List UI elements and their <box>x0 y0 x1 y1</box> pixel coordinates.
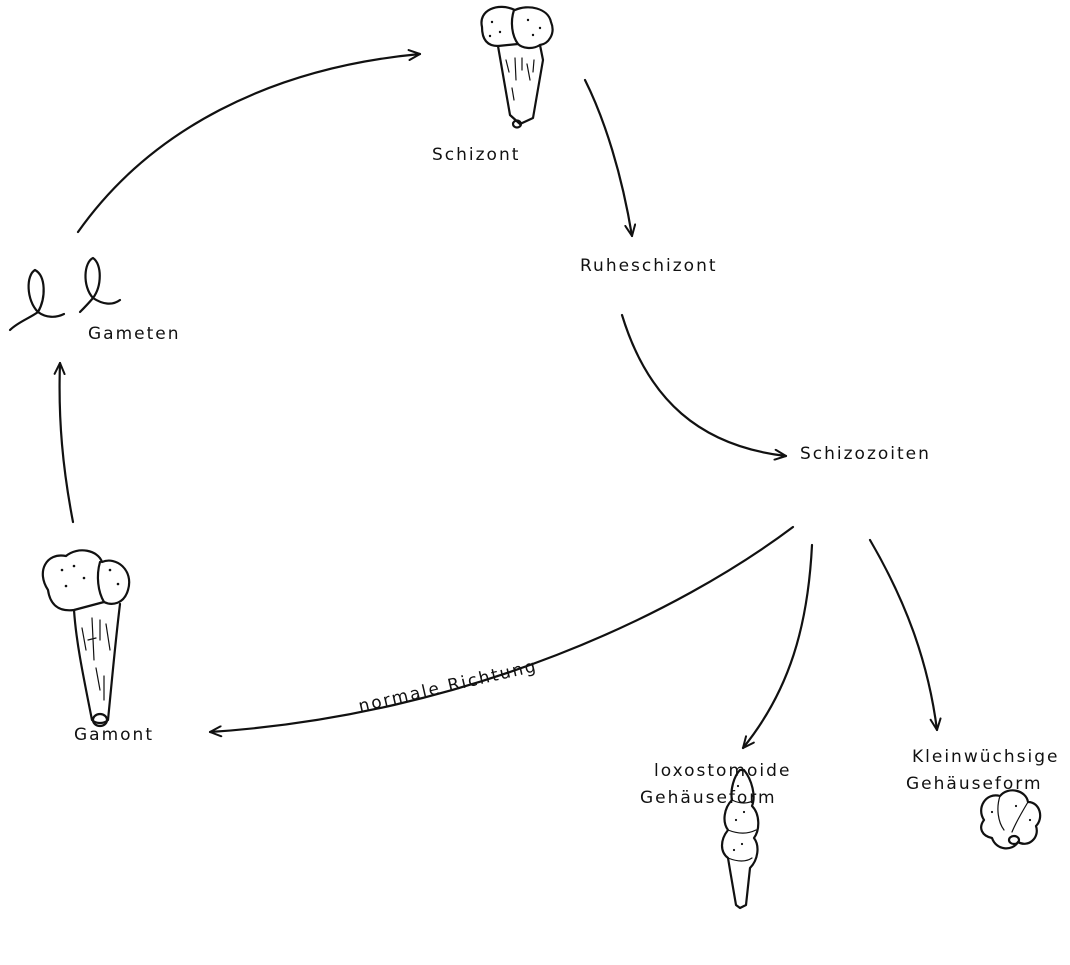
gamont-shell-illustration <box>41 549 131 728</box>
kleinwuchsige-shell-illustration <box>980 789 1042 850</box>
label-gamont: Gamont <box>74 725 154 745</box>
label-loxostomoide-line2: Gehäuseform <box>640 788 777 808</box>
gameten-illustration <box>8 256 122 332</box>
label-loxostomoide-line1: loxostomoide <box>654 761 791 781</box>
loxostomoide-shell-illustration <box>720 768 760 910</box>
schizont-shell-illustration <box>480 5 554 129</box>
label-schizont: Schizont <box>432 145 520 165</box>
label-kleinwuchsige-line1: Kleinwüchsige <box>912 747 1059 767</box>
label-kleinwuchsige-line2: Gehäuseform <box>906 774 1043 794</box>
arrow-ruheschizont-to-schizozoiten <box>620 313 788 461</box>
arrow-schizozoiten-to-loxostomoide <box>741 543 814 750</box>
arrow-schizozoiten-to-gamont <box>208 525 795 738</box>
label-ruheschizont: Ruheschizont <box>580 256 718 276</box>
label-normale-richtung: normale Richtung <box>357 656 540 717</box>
label-schizozoiten: Schizozoiten <box>800 444 931 464</box>
label-gameten: Gameten <box>88 324 181 344</box>
arrow-gamont-to-gameten <box>53 361 75 524</box>
arrow-gameten-to-schizont <box>76 49 422 234</box>
arrow-schizozoiten-to-kleinwuchsige <box>868 538 942 732</box>
arrow-schizont-to-ruheschizont <box>583 78 637 238</box>
